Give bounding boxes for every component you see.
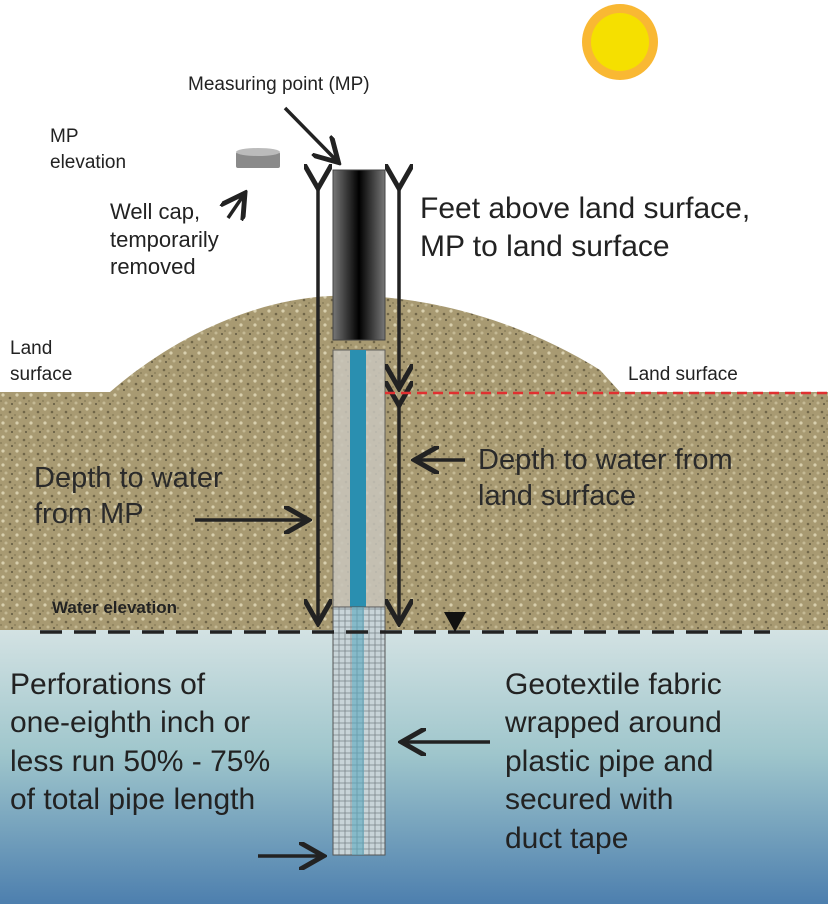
label-line: Depth to water [34,462,223,494]
well-pipe [332,169,386,856]
geotextile-label: Geotextile fabric wrapped around plastic… [505,666,722,858]
label-line: from MP [34,498,144,531]
label-line: MP to land surface [420,229,670,263]
label-line: MP [50,126,79,147]
water-elevation-label: Water elevation [52,598,178,617]
water-zone [0,630,828,904]
well-cap-label: Well cap, temporarily removed [110,198,219,281]
label-line: Perforations of [10,668,206,701]
water-table-triangle-icon [444,612,466,632]
label-line: removed [110,254,196,279]
label-line: duct tape [505,821,629,855]
mp-elevation-label: MP elevation [50,124,126,175]
mp-pointer-arrow [283,106,336,160]
label-line: land surface [478,480,636,513]
label-line: Feet above land surface, [420,192,751,225]
label-line: Geotextile fabric [505,668,722,701]
label-line: Well cap, [110,199,201,224]
label-line: Land [10,338,53,359]
well-cap-icon [236,148,280,168]
label-line: Depth to water from [478,444,733,476]
label-line: one-eighth inch or [10,706,251,740]
well-cap-pointer-arrow [228,196,243,218]
depth-from-land-label: Depth to water from land surface [478,442,733,515]
perforations-label: Perforations of one-eighth inch or less … [10,666,270,820]
label-line: elevation [50,151,127,173]
feet-above-label: Feet above land surface, MP to land surf… [420,190,750,265]
label-line: secured with [505,783,674,817]
land-surface-right-label: Land surface [628,364,738,385]
sun-icon [582,4,658,80]
label-line: plastic pipe and [505,744,714,778]
label-line: of total pipe length [10,783,256,817]
label-line: surface [10,363,73,385]
label-line: wrapped around [505,706,722,740]
measuring-point-label: Measuring point (MP) [188,74,370,95]
label-line: less run 50% - 75% [10,744,271,778]
label-line: temporarily [110,226,219,252]
land-surface-left-label: Land surface [10,336,72,387]
depth-from-mp-label: Depth to water from MP [34,460,223,533]
